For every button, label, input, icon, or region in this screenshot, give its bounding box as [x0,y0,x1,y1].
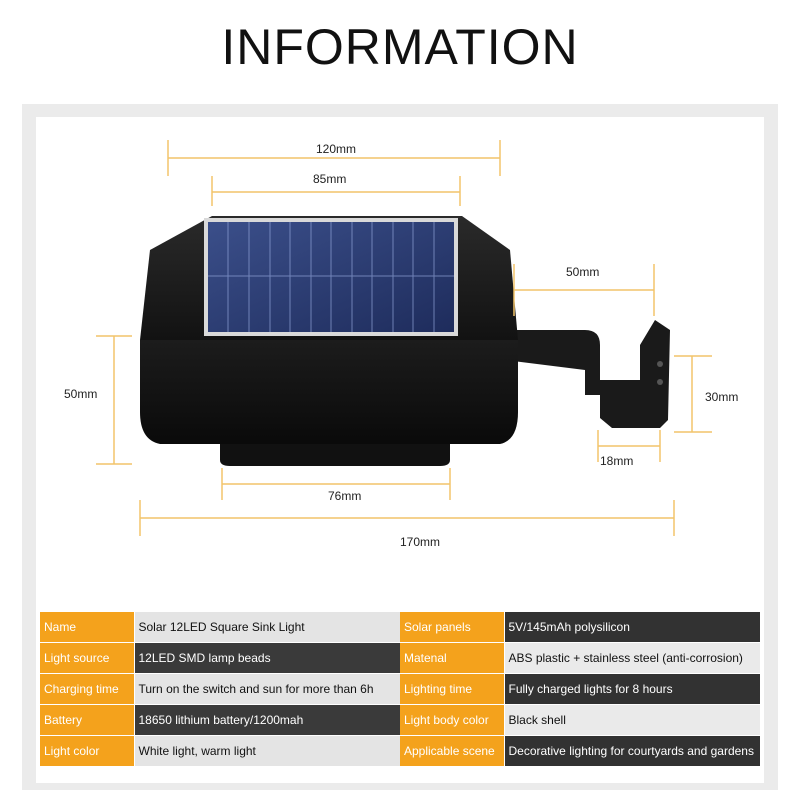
spec-key: Applicable scene [400,735,505,767]
spec-key: Lighting time [400,673,505,705]
spec-value: White light, warm light [134,735,400,767]
spec-value: Fully charged lights for 8 hours [504,673,760,705]
table-row: Charging time Turn on the switch and sun… [40,673,760,705]
dimension-panel-width: 85mm [313,172,347,186]
spec-value: 12LED SMD lamp beads [134,642,400,674]
spec-value: Solar 12LED Square Sink Light [134,612,400,643]
spec-key: Matenal [400,642,505,674]
dimension-left-height: 50mm [64,387,98,401]
page-title: INFORMATION [221,19,579,75]
spec-key: Charging time [40,673,135,705]
table-row: Light source 12LED SMD lamp beads Matena… [40,642,760,674]
solar-panel [204,218,458,336]
table-row: Battery 18650 lithium battery/1200mah Li… [40,704,760,736]
spec-key: Name [40,612,135,643]
mounting-bracket [505,320,670,428]
spec-key: Solar panels [400,612,505,643]
dimension-bracket-depth: 18mm [600,454,634,468]
dimension-bracket-height: 30mm [705,390,739,404]
spec-value: Decorative lighting for courtyards and g… [504,735,760,767]
spec-value: Turn on the switch and sun for more than… [134,673,400,705]
spec-key: Battery [40,704,135,736]
table-row: Name Solar 12LED Square Sink Light Solar… [40,612,760,643]
spec-value: 18650 lithium battery/1200mah [134,704,400,736]
spec-key: Light color [40,735,135,767]
dimension-bracket-length: 50mm [566,265,600,279]
spec-value: 5V/145mAh polysilicon [504,612,760,643]
spec-value: Black shell [504,704,760,736]
dimension-top-width: 120mm [316,142,357,156]
dimension-total-length: 170mm [400,535,441,549]
spec-value: ABS plastic + stainless steel (anti-corr… [504,642,760,674]
spec-key: Light source [40,642,135,674]
spec-key: Light body color [400,704,505,736]
table-row: Light color White light, warm light Appl… [40,735,760,767]
dimension-base-width: 76mm [328,489,362,503]
dimension-lines [96,140,712,536]
spec-table: Name Solar 12LED Square Sink Light Solar… [40,612,760,767]
